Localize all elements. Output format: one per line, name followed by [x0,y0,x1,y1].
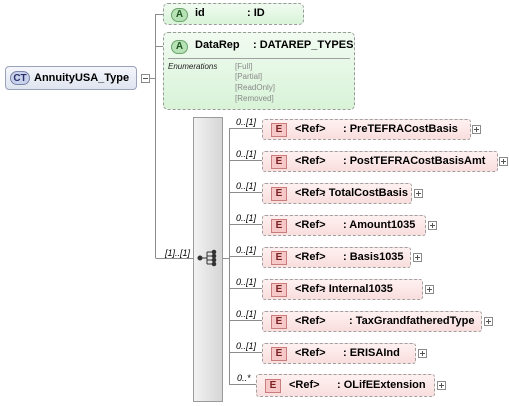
element-badge: E [271,347,287,361]
enumeration-value: [ReadOnly] [235,83,276,92]
expand-toggle-icon[interactable] [428,221,437,230]
attribute-type: : DATAREP_TYPES [253,39,354,51]
expand-toggle-icon[interactable] [418,349,427,358]
element-name: : Amount1035 [343,219,416,231]
attribute-type: : ID [247,7,265,19]
enumeration-value: [Full] [235,62,253,71]
element-ref: <Ref> [295,315,326,327]
element-cardinality: 0..[1] [236,245,257,255]
complex-type-name: AnnuityUSA_Type [34,72,130,84]
enumeration-divider [168,58,350,59]
element-ref: <Ref> [295,251,326,263]
element-badge: E [271,155,287,169]
attribute-name: DataRep [195,39,240,51]
complex-type-node[interactable]: CT AnnuityUSA_Type [5,66,137,90]
element-node-taxgrandfatheredtype[interactable]: E <Ref> : TaxGrandfatheredType [262,311,482,332]
element-node-posttefracostbasisamt[interactable]: E <Ref> : PostTEFRACostBasisAmt [262,151,498,172]
attribute-node-datarep[interactable]: A DataRep : DATAREP_TYPES Enumerations [… [163,32,355,110]
element-cardinality: 0..* [237,373,251,383]
element-node-erisaind[interactable]: E <Ref> : ERISAInd [262,343,416,364]
element-name: : PreTEFRACostBasis [343,123,458,135]
element-cardinality: 0..[1] [236,309,257,319]
element-badge: E [271,187,287,201]
expand-toggle-icon[interactable] [472,125,481,134]
element-badge: E [271,219,287,233]
complex-type-badge: CT [10,71,30,85]
element-badge: E [271,251,287,265]
element-name: : Basis1035 [343,251,404,263]
expand-toggle-icon[interactable] [499,157,508,166]
sequence-icon [197,249,217,267]
attribute-badge: A [171,8,188,22]
element-ref: <Ref> [295,187,326,199]
element-cardinality: 0..[1] [236,149,257,159]
element-cardinality: 0..[1] [236,117,257,127]
element-ref: <Ref> [295,283,326,295]
element-name: : TotalCostBasis [322,187,408,199]
expand-toggle-icon[interactable] [437,381,446,390]
element-cardinality: 0..[1] [236,213,257,223]
expand-toggle-icon[interactable] [425,285,434,294]
element-name: : Internal1035 [322,283,393,295]
element-node-olifeextension[interactable]: E <Ref> : OLifEExtension [256,374,435,397]
element-ref: <Ref> [295,347,326,359]
enumerations-label: Enumerations [168,62,218,71]
element-name: : ERISAInd [343,347,400,359]
expand-toggle-icon[interactable] [413,253,422,262]
element-badge: E [271,123,287,137]
attribute-badge: A [171,40,188,54]
element-ref: <Ref> [289,379,320,391]
element-name: : PostTEFRACostBasisAmt [343,155,486,167]
element-ref: <Ref> [295,123,326,135]
element-badge: E [271,283,287,297]
element-cardinality: 0..[1] [236,277,257,287]
element-name: : TaxGrandfatheredType [349,315,475,327]
element-node-internal1035[interactable]: E <Ref> : Internal1035 [262,279,423,300]
enumeration-value: [Partial] [235,72,263,81]
element-badge: E [271,315,287,329]
element-node-totalcostbasis[interactable]: E <Ref> : TotalCostBasis [262,183,412,204]
enumeration-value: [Removed] [235,94,274,103]
element-node-amount1035[interactable]: E <Ref> : Amount1035 [262,215,426,236]
collapse-toggle-icon[interactable] [141,74,150,83]
element-cardinality: 0..[1] [236,341,257,351]
element-ref: <Ref> [295,219,326,231]
expand-toggle-icon[interactable] [414,189,423,198]
sequence-cardinality: [1]..[1] [165,248,191,258]
attribute-name: id [195,7,205,19]
element-ref: <Ref> [295,155,326,167]
element-cardinality: 0..[1] [236,181,257,191]
attribute-node-id[interactable]: A id : ID [163,3,304,25]
element-node-pretefracostbasis[interactable]: E <Ref> : PreTEFRACostBasis [262,119,471,140]
element-node-basis1035[interactable]: E <Ref> : Basis1035 [262,247,411,268]
element-badge: E [265,379,281,393]
element-name: : OLifEExtension [337,379,426,391]
expand-toggle-icon[interactable] [484,317,493,326]
